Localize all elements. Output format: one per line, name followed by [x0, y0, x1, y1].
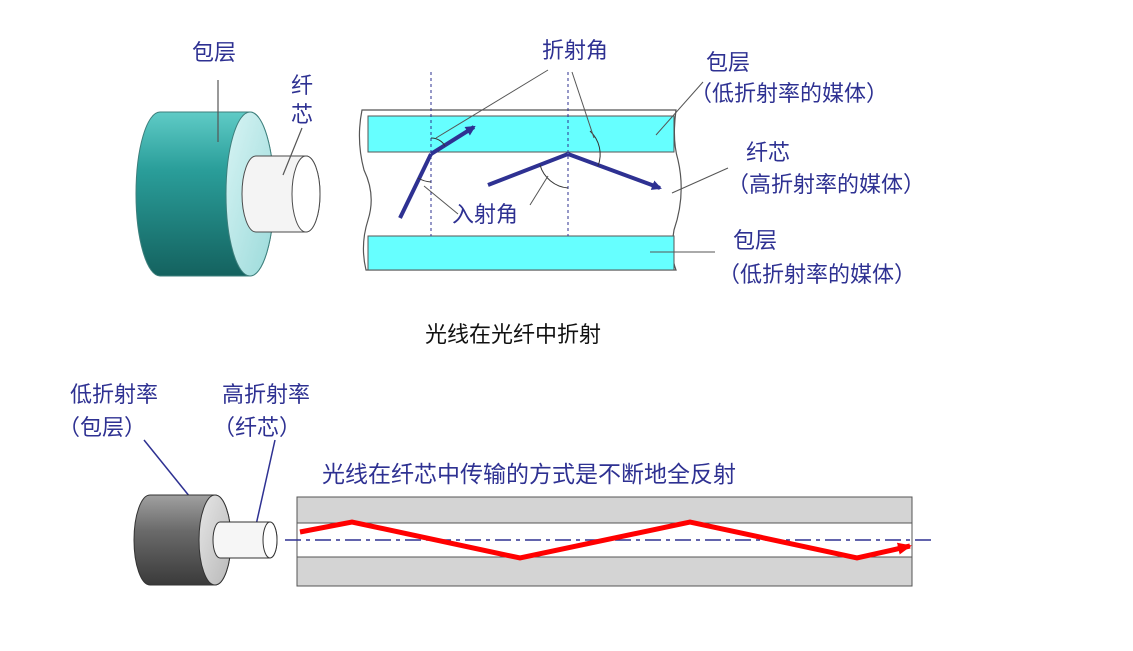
top-fiber [358, 69, 729, 271]
bottom-cladding-upper [296, 496, 913, 524]
top-caption: 光线在光纤中折射 [425, 323, 601, 348]
top-cable-core-face [291, 155, 321, 233]
incidence-arc-right [539, 164, 569, 189]
low-index-paren: （包层） [58, 416, 146, 441]
refraction-arc-left [430, 137, 446, 147]
cladding-top-label: 包层 [706, 51, 750, 76]
incidence-arc-left [417, 177, 432, 183]
top-cladding-upper [367, 115, 675, 153]
core-label: 纤芯 [746, 141, 790, 166]
core-ray-in [487, 152, 569, 187]
bottom-cladding-lower [296, 556, 913, 587]
incident-ray [398, 153, 433, 219]
top-cable-core-leader [282, 127, 303, 176]
top-cable-core-label-2: 芯 [291, 103, 313, 128]
low-index-label: 低折射率 [70, 383, 158, 408]
high-index-label: 高折射率 [222, 383, 310, 408]
top-cable-cladding-label: 包层 [192, 41, 236, 66]
refraction-angle-label: 折射角 [542, 39, 608, 64]
high-index-leader [255, 439, 276, 526]
core-ray-out [567, 152, 662, 190]
bottom-cable-core-face [262, 521, 278, 559]
total-reflection-ray [299, 519, 912, 561]
incidence-angle-leader-2 [529, 175, 549, 206]
refraction-angle-leader-1 [435, 69, 549, 139]
low-index-leader [143, 439, 191, 498]
bottom-cable [133, 494, 278, 586]
refracted-ray [429, 125, 476, 156]
cladding-bottom-desc: （低折射率的媒体） [718, 263, 916, 288]
cladding-bottom-label: 包层 [733, 229, 777, 254]
incidence-angle-leader-1 [423, 185, 459, 215]
incidence-angle-label: 入射角 [452, 203, 518, 228]
bottom-heading: 光线在纤芯中传输的方式是不断地全反射 [322, 462, 736, 488]
top-cable-core-label-1: 纤 [291, 74, 313, 99]
cladding-top-leader [655, 81, 704, 136]
high-index-paren: （纤芯） [213, 416, 301, 441]
top-cable [135, 80, 321, 277]
cladding-top-desc: （低折射率的媒体） [690, 82, 888, 107]
top-cladding-lower [367, 235, 675, 271]
core-leader [671, 167, 729, 194]
bottom-fiber [285, 496, 935, 587]
core-desc: （高折射率的媒体） [727, 173, 925, 198]
refraction-angle-leader-2 [571, 71, 595, 139]
